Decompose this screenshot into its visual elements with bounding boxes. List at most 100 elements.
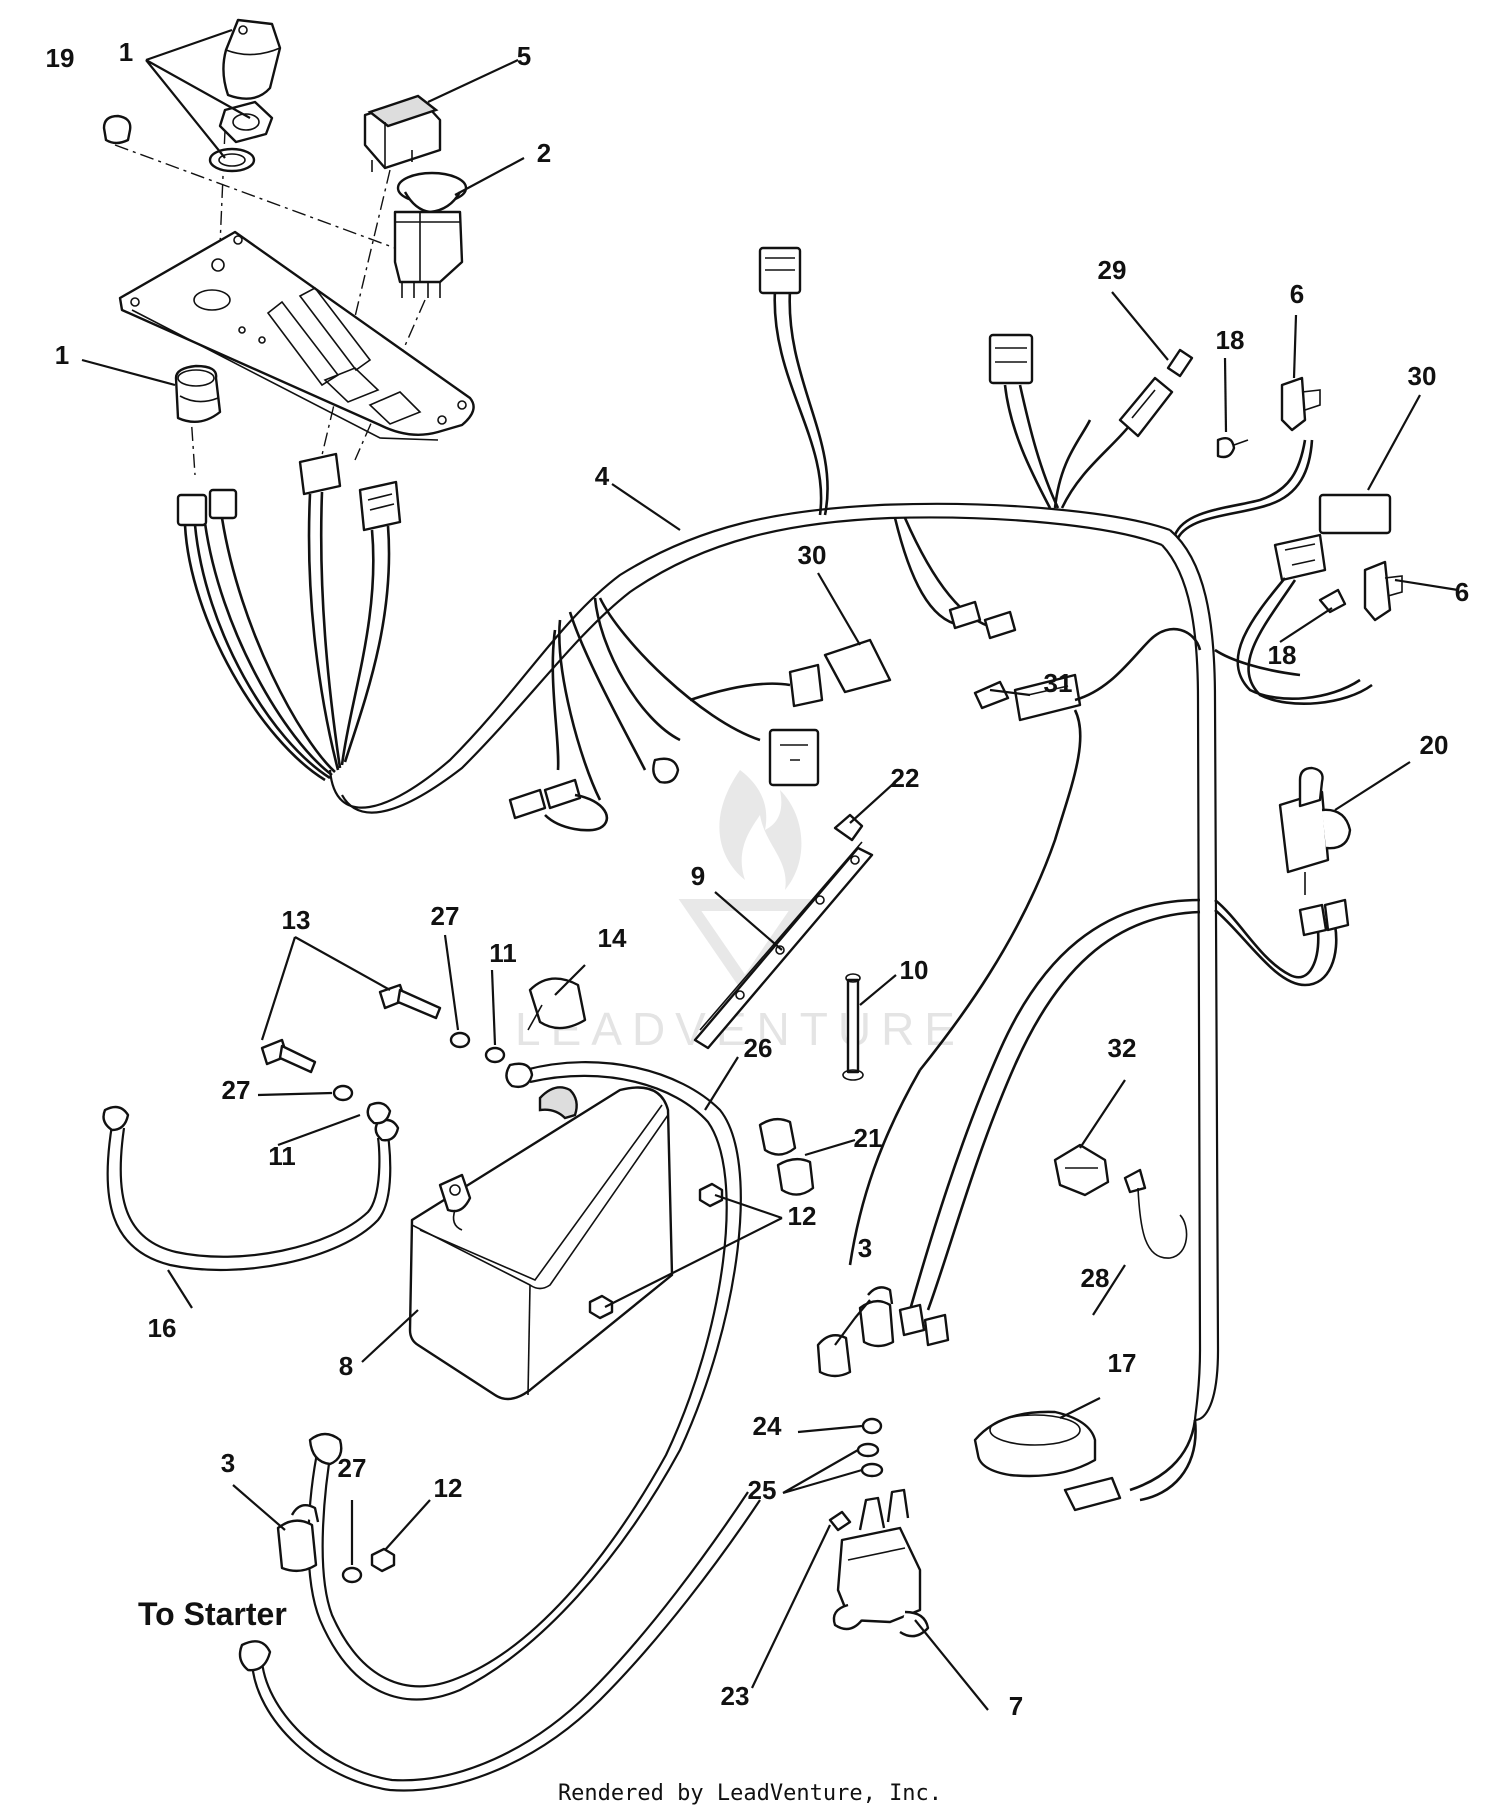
callout-21: 21 <box>854 1123 883 1153</box>
dash-panel-plate <box>118 230 475 436</box>
connector-two-pin <box>768 728 820 787</box>
terminal-boot-3a <box>276 1519 318 1573</box>
screw-18b <box>1318 588 1347 614</box>
screw-18a <box>1216 437 1236 459</box>
fuse-31 <box>973 680 1010 710</box>
battery-group <box>102 977 815 1792</box>
ignition-switch-body <box>174 364 222 424</box>
hold-down-rod-10 <box>846 978 860 1074</box>
dash-panel-assembly <box>102 18 475 782</box>
ring-terminal <box>652 757 680 784</box>
harness-clip-32 <box>1053 1143 1110 1197</box>
callout-5: 5 <box>517 41 531 71</box>
callout-6-right: 6 <box>1455 577 1469 607</box>
cable-tie-28 <box>1123 1168 1147 1194</box>
lock-washer-25a <box>856 1442 880 1458</box>
callout-12-mid: 12 <box>788 1201 817 1231</box>
callout-17: 17 <box>1108 1348 1137 1378</box>
callout-23: 23 <box>721 1681 750 1711</box>
harness-connector-square <box>988 333 1034 385</box>
callout-28: 28 <box>1081 1263 1110 1293</box>
callout-22: 22 <box>891 763 920 793</box>
callout-30-right: 30 <box>1408 361 1437 391</box>
callout-11-top: 11 <box>489 938 517 968</box>
connector-c <box>298 452 342 496</box>
alarm-17 <box>973 1410 1097 1478</box>
terminal-cover <box>528 977 587 1030</box>
spade-pair-7 <box>898 1303 926 1337</box>
nut-24 <box>861 1417 883 1435</box>
spade-terminals <box>508 788 547 820</box>
connector-30a <box>823 638 892 694</box>
callout-27-top: 27 <box>431 901 460 931</box>
callout-4: 4 <box>595 461 610 491</box>
callout-27-mid: 27 <box>222 1075 251 1105</box>
battery-hold-down <box>693 813 874 1081</box>
callout-27-lower: 27 <box>338 1453 367 1483</box>
connector-b <box>208 488 238 520</box>
callout-30-center: 30 <box>798 540 827 570</box>
callout-7: 7 <box>1009 1691 1023 1721</box>
callout-31: 31 <box>1044 668 1073 698</box>
lock-washer-25b <box>860 1462 884 1478</box>
terminal-boot-21b <box>776 1157 815 1196</box>
watermark-flame-icon <box>719 770 802 890</box>
callout-2: 2 <box>537 138 551 168</box>
bracket-6b <box>1363 560 1392 622</box>
connector-plug-6b <box>1273 533 1327 582</box>
callout-29: 29 <box>1098 255 1127 285</box>
connector-a <box>176 493 208 527</box>
leader-lines <box>81 28 1459 1711</box>
callout-13: 13 <box>282 905 311 935</box>
callout-3-lower: 3 <box>221 1448 235 1478</box>
solenoid-group <box>816 1143 1188 1638</box>
battery <box>408 1086 674 1401</box>
callout-8: 8 <box>339 1351 353 1381</box>
credit-text: Rendered by LeadVenture, Inc. <box>558 1781 942 1806</box>
alarm-connector <box>1063 1476 1122 1512</box>
callout-19: 19 <box>46 43 75 73</box>
wing-nut-22 <box>833 813 864 842</box>
cable-16 <box>106 1124 392 1272</box>
key-switch-nut <box>218 100 274 144</box>
nut-12c <box>370 1547 396 1573</box>
screw-23 <box>828 1510 852 1532</box>
starter-cable <box>250 1499 761 1792</box>
terminal-boot-3b <box>816 1334 852 1378</box>
callout-16: 16 <box>148 1313 177 1343</box>
cable-26 <box>307 1061 742 1701</box>
connector-30c <box>1318 493 1392 535</box>
callouts: 1 19 5 2 1 4 29 18 6 30 30 6 18 31 20 22… <box>46 37 1470 1721</box>
callout-3-mid: 3 <box>858 1233 872 1263</box>
callout-11-mid: 11 <box>268 1141 296 1171</box>
callout-12-lower: 12 <box>434 1473 463 1503</box>
main-harness <box>328 246 1403 1502</box>
callout-25: 25 <box>748 1475 777 1505</box>
bracket-6a <box>1280 376 1307 432</box>
ring-terminal-26 <box>505 1062 534 1089</box>
nut-12b <box>588 1294 614 1320</box>
callout-18-top: 18 <box>1216 325 1245 355</box>
callout-9: 9 <box>691 861 705 891</box>
battery-terminal-neg <box>438 1173 472 1213</box>
washer-27a <box>449 1031 471 1049</box>
hole-plug <box>102 114 132 145</box>
to-starter-label: To Starter <box>138 1596 287 1632</box>
fuse-holder <box>1166 348 1194 378</box>
callout-26: 26 <box>744 1033 773 1063</box>
battery-terminal-post <box>538 1086 578 1120</box>
callout-6-top: 6 <box>1290 279 1304 309</box>
callout-1-lower: 1 <box>55 340 69 370</box>
washer-11a <box>484 1046 506 1064</box>
nut-12a <box>698 1182 724 1208</box>
callout-18-right: 18 <box>1268 640 1297 670</box>
callout-20: 20 <box>1420 730 1449 760</box>
washer-27b <box>332 1084 354 1102</box>
connector-d <box>358 480 402 532</box>
callout-10: 10 <box>900 955 929 985</box>
harness-connector-flat <box>1118 376 1174 438</box>
callout-32: 32 <box>1108 1033 1137 1063</box>
callout-14: 14 <box>598 923 627 953</box>
lock-washer <box>208 147 256 173</box>
